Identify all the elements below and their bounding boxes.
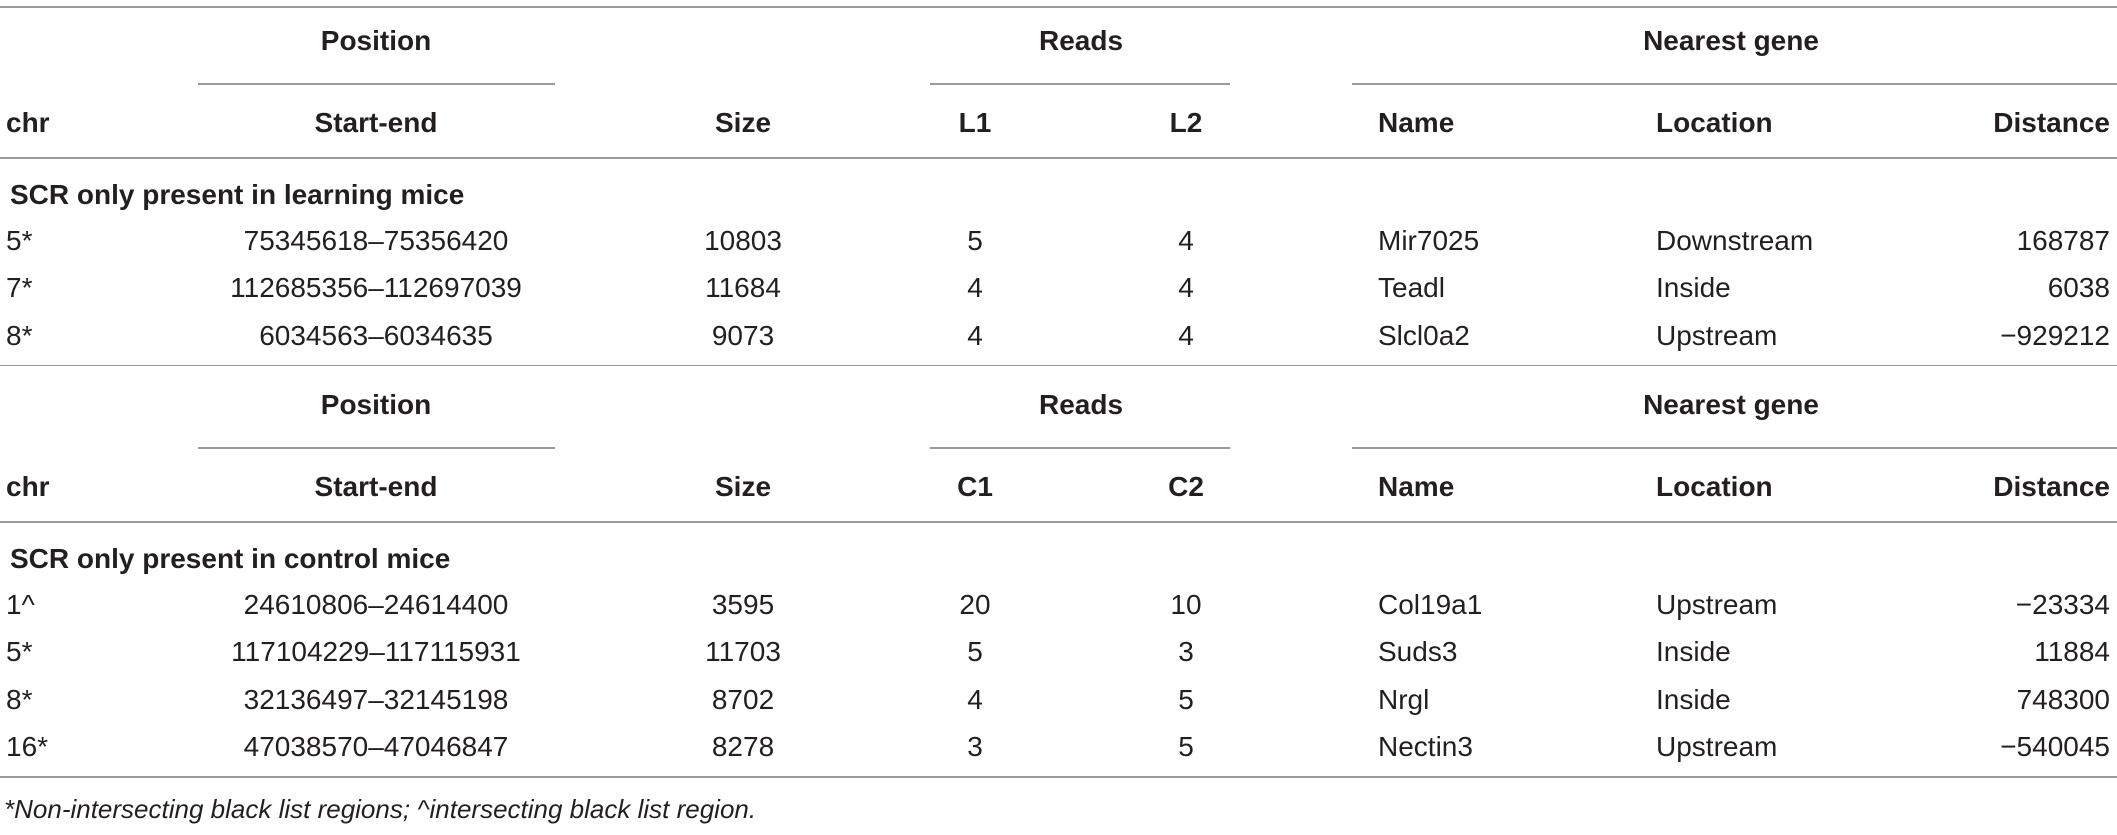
cell-name: Teadl [1378,272,1445,304]
column-header-read1: C1 [957,471,993,502]
column-header-chr: chr [6,471,50,502]
group-header-reads: Reads [1038,389,1124,420]
cell-name: Suds3 [1378,636,1458,668]
cell-read2: 5 [1178,730,1194,762]
cell-start-end: 24610806–24614400 [243,589,509,620]
cell-size: 3595 [711,589,775,620]
cell-size: 11684 [705,272,781,304]
cell-start-end: 117104229–117115931 [231,636,521,668]
cell-read1: 5 [967,636,983,668]
cell-chr: 8* [6,683,33,715]
group-header-reads: Reads [1038,25,1124,56]
nearest-gene-span-rule [1352,447,2117,449]
group-header-position: Position [320,389,432,420]
column-header-start-end: Start-end [314,471,438,502]
section-bottom-rule [0,776,2117,778]
column-header-location: Location [1656,471,1773,502]
cell-start-end: 6034563–6034635 [259,319,493,351]
column-header-distance: Distance [1993,107,2110,138]
cell-location: Upstream [1656,589,1778,620]
position-span-rule [198,447,555,449]
table-top-rule [0,6,2117,8]
cell-location: Downstream [1656,225,1814,256]
cell-name: Slcl0a2 [1378,319,1470,351]
cell-start-end: 32136497–32145198 [243,683,509,715]
cell-size: 11703 [705,636,781,668]
cell-location: Inside [1656,683,1731,715]
cell-location: Inside [1656,636,1731,668]
cell-location: Inside [1656,272,1731,304]
cell-distance: 11884 [2034,636,2110,668]
cell-name: Nectin3 [1378,730,1473,762]
column-header-rule [0,521,2117,523]
reads-span-rule [930,447,1230,449]
column-header-read2: L2 [1169,107,1203,138]
cell-distance: 6038 [2047,272,2110,304]
column-header-read1: L1 [958,107,992,138]
cell-read1: 5 [967,225,983,256]
cell-start-end: 75345618–75356420 [243,225,509,256]
cell-read1: 4 [967,272,983,304]
footnote: *Non-intersecting black list regions; ^i… [4,794,757,824]
cell-chr: 5* [6,225,33,256]
cell-start-end: 112685356–112697039 [230,272,522,304]
cell-start-end: 47038570–47046847 [243,730,509,762]
cell-distance: −540045 [2000,730,2110,762]
group-header-nearest-gene: Nearest gene [1643,389,1819,420]
position-span-rule [198,83,555,85]
cell-location: Upstream [1656,319,1778,351]
cell-read2: 4 [1178,272,1194,304]
cell-read1: 20 [959,589,991,620]
column-header-location: Location [1656,107,1773,138]
column-header-name: Name [1378,471,1455,502]
cell-chr: 7* [6,272,33,304]
column-header-size: Size [714,107,772,138]
cell-read2: 3 [1178,636,1194,668]
section-bottom-rule [0,364,2117,367]
cell-read2: 4 [1178,225,1194,256]
cell-size: 9073 [711,319,775,351]
column-header-name: Name [1378,107,1455,138]
section-title: SCR only present in learning mice [10,179,465,210]
cell-chr: 16* [6,730,49,762]
cell-read2: 5 [1178,683,1194,715]
nearest-gene-span-rule [1352,83,2117,85]
cell-size: 8278 [711,730,775,762]
group-header-position: Position [320,25,432,56]
column-header-distance: Distance [1993,471,2110,502]
cell-read1: 4 [967,683,983,715]
column-header-chr: chr [6,107,50,138]
cell-location: Upstream [1656,730,1778,762]
cell-chr: 5* [6,636,33,668]
reads-span-rule [930,83,1230,85]
column-header-start-end: Start-end [314,107,438,138]
cell-read2: 4 [1178,319,1194,351]
cell-chr: 1^ [6,589,35,620]
cell-size: 8702 [711,683,775,715]
cell-chr: 8* [6,319,33,351]
cell-name: Col19a1 [1378,589,1483,620]
cell-size: 10803 [704,225,782,256]
cell-read2: 10 [1170,589,1202,620]
column-header-rule [0,157,2117,159]
cell-distance: 748300 [2016,683,2110,715]
section-title: SCR only present in control mice [10,543,451,574]
group-header-nearest-gene: Nearest gene [1643,25,1819,56]
cell-distance: −929212 [2000,319,2110,351]
cell-name: Mir7025 [1378,225,1480,256]
column-header-size: Size [714,471,772,502]
cell-distance: −23334 [2015,589,2110,620]
cell-read1: 3 [967,730,983,762]
cell-distance: 168787 [2016,225,2110,256]
column-header-read2: C2 [1168,471,1204,502]
cell-name: Nrgl [1378,683,1430,715]
cell-read1: 4 [967,319,983,351]
